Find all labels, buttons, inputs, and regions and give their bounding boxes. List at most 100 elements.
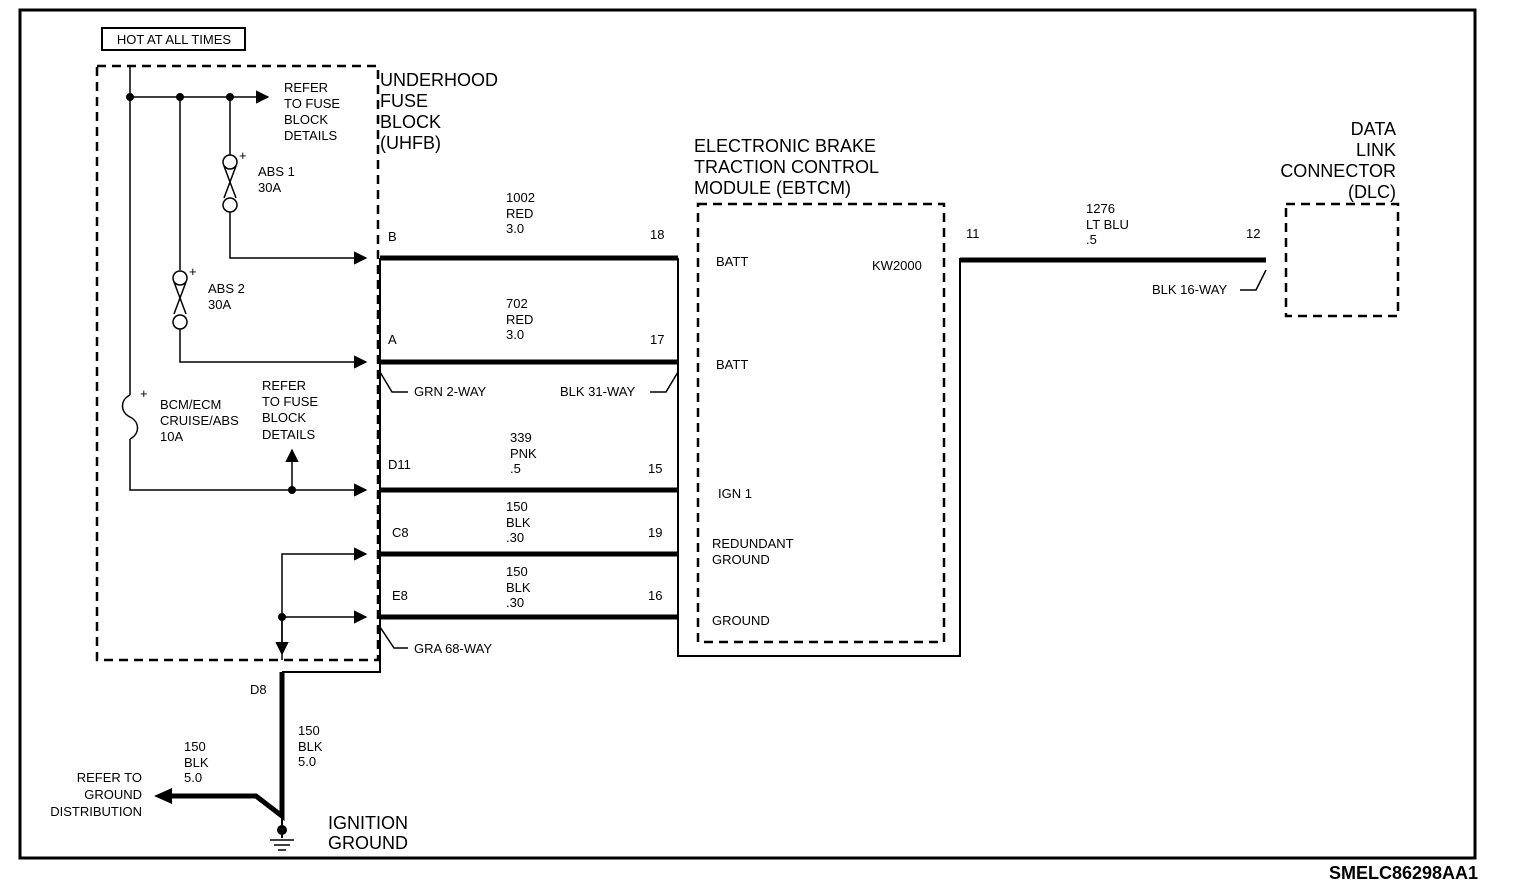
fuse-bcm-label-3: 10A: [160, 429, 183, 444]
ground-refer-1: REFER TO: [77, 770, 142, 785]
pin-18: 18: [650, 227, 664, 242]
pin-12: 12: [1246, 226, 1260, 241]
ground-pin-d8: D8: [250, 682, 267, 697]
pin-11: 11: [966, 226, 980, 241]
dlc-enclosure: [1284, 202, 1400, 318]
connector-gra: GRA 68-WAY: [414, 641, 492, 656]
ebtcm-kw2000: KW2000: [872, 258, 922, 273]
blk31-leader: [650, 371, 679, 393]
wire-702-label-1: 702: [506, 296, 528, 311]
connector-blk31: BLK 31-WAY: [560, 384, 635, 399]
wire-702-label-3: 3.0: [506, 327, 524, 342]
plus-sign: +: [140, 386, 148, 401]
uhfb-title-2: FUSE: [380, 91, 428, 111]
refer-mid-4: DETAILS: [262, 427, 316, 442]
pin-b: B: [388, 229, 397, 244]
refer-top-3: BLOCK: [284, 112, 328, 127]
gra-leader: [379, 626, 408, 649]
dlc-title-2: LINK: [1356, 140, 1396, 160]
wire-702-label-2: RED: [506, 312, 533, 327]
grn-leader: [379, 371, 408, 393]
connector-left: [282, 258, 381, 673]
dlc-title-1: DATA: [1351, 119, 1396, 139]
connector-right: [677, 258, 961, 657]
blk16-leader: [1240, 269, 1267, 291]
ground-refer-2: GROUND: [84, 787, 142, 802]
uhfb-title-4: (UHFB): [380, 133, 441, 153]
wire-150-e8-label-3: .30: [506, 595, 524, 610]
ebtcm-pin-redundant-ground: GROUND: [712, 552, 770, 567]
ebtcm-title-2: TRACTION CONTROL: [694, 157, 879, 177]
dlc-title-3: CONNECTOR: [1280, 161, 1396, 181]
wire-1002-label-3: 3.0: [506, 221, 524, 236]
wire-1002-label-2: RED: [506, 206, 533, 221]
wire-339-label-2: PNK: [510, 446, 537, 461]
ground-arrow: [154, 788, 172, 804]
ebtcm-pin-batt-2: BATT: [716, 357, 748, 372]
refer-mid-1: REFER: [262, 378, 306, 393]
ebtcm-pin-redundant: REDUNDANT: [712, 536, 794, 551]
pin-a: A: [388, 332, 397, 347]
ebtcm-enclosure: [696, 202, 946, 644]
uhfb-title-3: BLOCK: [380, 112, 441, 132]
ignition-ground-2: GROUND: [328, 833, 408, 853]
pin-19: 19: [648, 525, 662, 540]
ebtcm-pin-ign1: IGN 1: [718, 486, 752, 501]
plus-sign: +: [239, 148, 247, 163]
ground-vert-label-2: BLK: [298, 739, 323, 754]
refer-mid-2: TO FUSE: [262, 394, 318, 409]
refer-top-1: REFER: [284, 80, 328, 95]
ground-to-c8: [281, 547, 368, 660]
hot-label: HOT AT ALL TIMES: [117, 32, 231, 47]
footer-code: SMELC86298AA1: [1329, 863, 1478, 883]
diagram-border: [18, 8, 1477, 860]
abs1-to-b: [229, 212, 368, 265]
connector-grn: GRN 2-WAY: [414, 384, 487, 399]
fuse-abs1-icon: [222, 154, 238, 213]
wire-150-c8-label-3: .30: [506, 530, 524, 545]
wire-150-e8-label-1: 150: [506, 564, 528, 579]
ground-vert-label-3: 5.0: [298, 754, 316, 769]
wire-150-c8-label-2: BLK: [506, 515, 531, 530]
pin-17: 17: [650, 332, 664, 347]
ebtcm-pin-batt-1: BATT: [716, 254, 748, 269]
dlc-title-4: (DLC): [1348, 182, 1396, 202]
ebtcm-title-1: ELECTRONIC BRAKE: [694, 136, 876, 156]
wire-339-label-3: .5: [510, 461, 521, 476]
ground-symbol-icon: [270, 816, 294, 851]
fuse-abs2-label-2: 30A: [208, 297, 231, 312]
wire-339-label-1: 339: [510, 430, 532, 445]
pin-c8: C8: [392, 525, 409, 540]
plus-sign: +: [189, 264, 197, 279]
ground-horiz-label-2: BLK: [184, 755, 209, 770]
wire-150-e8-label-2: BLK: [506, 580, 531, 595]
ground-refer-3: DISTRIBUTION: [50, 804, 142, 819]
fuse-bcm-label-1: BCM/ECM: [160, 397, 221, 412]
fuse-abs2-label-1: ABS 2: [208, 281, 245, 296]
wire-1002-label-1: 1002: [506, 190, 535, 205]
wire-150-c8-label-1: 150: [506, 499, 528, 514]
ground-horiz-label-3: 5.0: [184, 770, 202, 785]
abs2-to-a: [179, 329, 368, 369]
pin-16: 16: [648, 588, 662, 603]
wire-1276-label-3: .5: [1086, 232, 1097, 247]
pin-d11: D11: [388, 457, 411, 472]
fuse-abs1-label-2: 30A: [258, 180, 281, 195]
refer-mid-3: BLOCK: [262, 410, 306, 425]
connector-blk16: BLK 16-WAY: [1152, 282, 1227, 297]
ground-horiz-label-1: 150: [184, 739, 206, 754]
pin-e8: E8: [392, 588, 408, 603]
fuse-bcm-label-2: CRUISE/ABS: [160, 413, 239, 428]
wire-1276-label-2: LT BLU: [1086, 217, 1129, 232]
uhfb-enclosure: [95, 64, 380, 662]
fuse-bcm-icon: [121, 394, 139, 440]
fuse-abs2-icon: [172, 270, 188, 330]
refer-top-4: DETAILS: [284, 128, 338, 143]
ebtcm-title-3: MODULE (EBTCM): [694, 178, 851, 198]
pin-15: 15: [648, 461, 662, 476]
ground-vert-label-1: 150: [298, 723, 320, 738]
wire-1276-label-1: 1276: [1086, 201, 1115, 216]
uhfb-title-1: UNDERHOOD: [380, 70, 498, 90]
hot-label-box: [101, 27, 246, 51]
